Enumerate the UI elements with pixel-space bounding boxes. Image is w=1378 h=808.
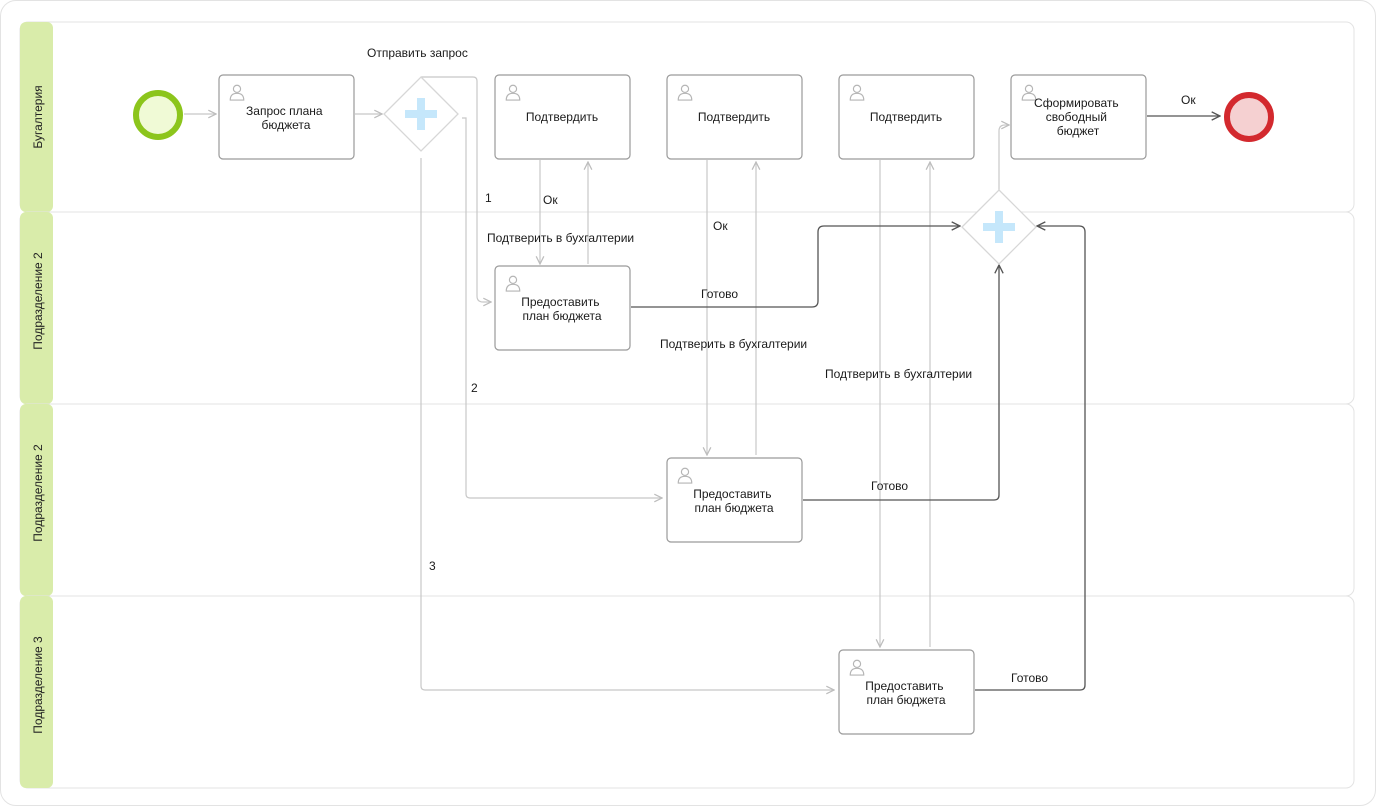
- label-ok-end: Ок: [1181, 93, 1196, 107]
- task-form-free-budget[interactable]: Сформировать свободный бюджет: [1010, 74, 1147, 160]
- lane-title: Подразделение 3: [31, 636, 45, 734]
- join-gateway[interactable]: [961, 189, 1037, 265]
- flows-light: [184, 76, 1009, 690]
- parallel-gateway-plus-icon: [405, 98, 437, 130]
- task-label: Подтвердить: [526, 110, 598, 124]
- flow-provide3-to-join[interactable]: [975, 226, 1086, 691]
- flow-provide1-to-join[interactable]: [631, 226, 960, 308]
- task-label: Предоставить план бюджета: [521, 295, 603, 323]
- label-done-2: Готово: [871, 479, 908, 493]
- lane-header: [20, 212, 53, 404]
- task-label: Предоставить план бюджета: [693, 487, 775, 515]
- flow-join-to-form[interactable]: [998, 125, 1009, 190]
- end-event[interactable]: [1224, 92, 1274, 142]
- label-done-3: Готово: [1011, 671, 1048, 685]
- task-provide-plan-1[interactable]: Предоставить план бюджета: [494, 265, 631, 351]
- label-confirm-accounting-3: Подтверить в бухгалтерии: [825, 367, 972, 381]
- flow-gateway-to-confirm1[interactable]: [421, 76, 491, 302]
- task-label: Предоставить план бюджета: [865, 679, 947, 707]
- flow-labels: Отправить запрос Ок 1 Ок Подтверить в бу…: [367, 46, 1196, 685]
- task-label: Подтвердить: [870, 110, 942, 124]
- task-label: Подтвердить: [698, 110, 770, 124]
- lane-title: Подразделение 2: [31, 252, 45, 350]
- flow-provide2-to-join[interactable]: [803, 265, 999, 501]
- start-event[interactable]: [133, 90, 183, 140]
- label-branch-1: 1: [485, 191, 492, 205]
- label-ok-1: Ок: [543, 193, 558, 207]
- parallel-gateway-plus-icon: [983, 211, 1015, 243]
- task-confirm-1[interactable]: Подтвердить: [494, 74, 631, 160]
- lane-title: Подразделение 2: [31, 444, 45, 542]
- label-confirm-accounting-2: Подтверить в бухгалтерии: [660, 337, 807, 351]
- task-label: Запрос плана бюджета: [246, 104, 326, 132]
- task-label: Сформировать свободный бюджет: [1034, 96, 1122, 138]
- label-branch-3: 3: [429, 559, 436, 573]
- lane-header: [20, 22, 53, 212]
- lane-header: [20, 404, 53, 596]
- flow-gateway-to-provide2[interactable]: [462, 117, 662, 498]
- task-confirm-2[interactable]: Подтвердить: [666, 74, 803, 160]
- label-branch-2: 2: [471, 381, 478, 395]
- task-request-budget[interactable]: Запрос плана бюджета: [218, 74, 355, 160]
- flow-gateway-to-provide3[interactable]: [420, 158, 834, 690]
- lane-division-3: Подразделение 3: [19, 595, 1355, 789]
- split-gateway[interactable]: [383, 76, 459, 152]
- task-provide-plan-2[interactable]: Предоставить план бюджета: [666, 457, 803, 543]
- task-confirm-3[interactable]: Подтвердить: [838, 74, 975, 160]
- label-ok-2: Ок: [713, 219, 728, 233]
- flows-dark: [631, 116, 1220, 691]
- lane-header: [20, 596, 53, 788]
- label-done-1: Готово: [701, 287, 738, 301]
- lane-division-2a: Подразделение 2: [19, 211, 1355, 405]
- lane-title: Бугалтерия: [31, 85, 45, 148]
- label-send-request: Отправить запрос: [367, 46, 468, 60]
- label-confirm-accounting-1: Подтверить в бухгалтерии: [487, 231, 634, 245]
- task-provide-plan-3[interactable]: Предоставить план бюджета: [838, 649, 975, 735]
